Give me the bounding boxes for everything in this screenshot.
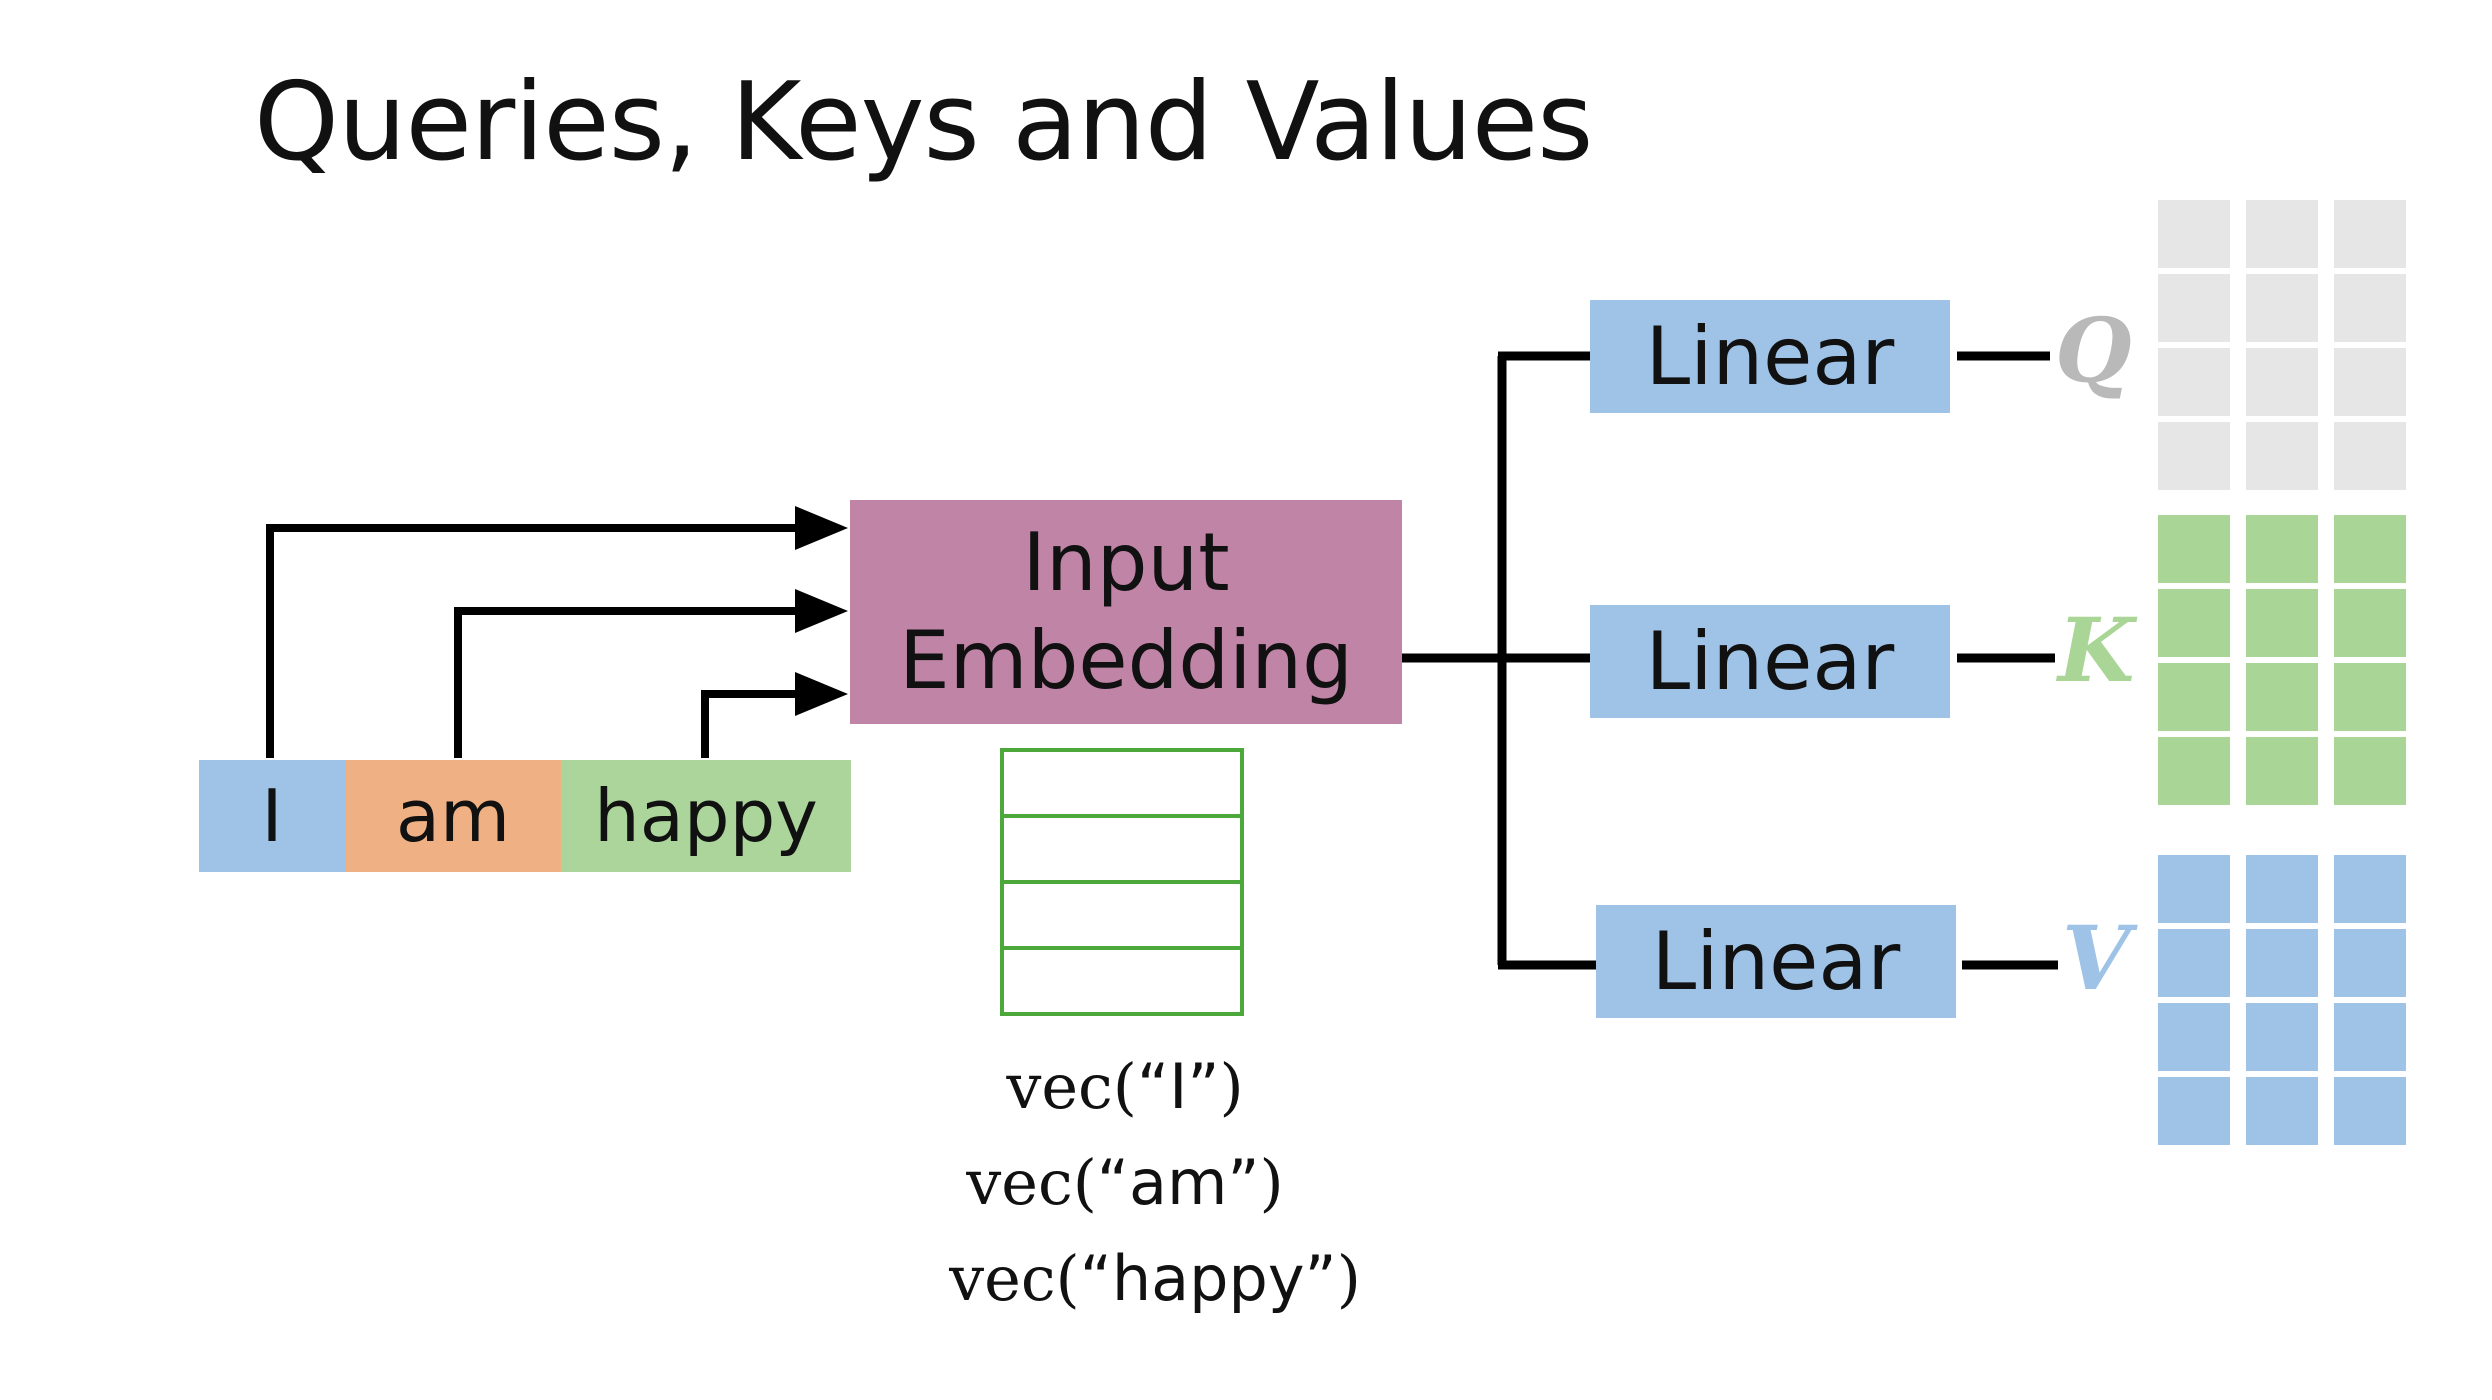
- matrix-cell: [2158, 855, 2230, 923]
- matrix-cell: [2158, 929, 2230, 997]
- matrix-cell: [2246, 348, 2318, 416]
- linear-k-label: Linear: [1645, 615, 1895, 708]
- linear-k-box: Linear: [1590, 605, 1950, 718]
- vector-cell: [1000, 814, 1244, 884]
- matrix-cell: [2246, 929, 2318, 997]
- matrix-cell: [2158, 422, 2230, 490]
- vec-word-i: “I”: [1136, 1050, 1220, 1123]
- matrix-cell: [2246, 589, 2318, 657]
- matrix-cell: [2334, 1077, 2406, 1145]
- branch-lines: [1402, 351, 2058, 970]
- matrix-cell: [2246, 663, 2318, 731]
- matrix-cell: [2246, 855, 2318, 923]
- token-i-label: I: [261, 774, 283, 858]
- matrix-cell: [2158, 737, 2230, 805]
- matrix-cell: [2158, 663, 2230, 731]
- vector-cell: [1000, 880, 1244, 950]
- vec-label-am: vec(“am”): [966, 1146, 1284, 1219]
- matrix-v: [2158, 855, 2406, 1145]
- arrow-i-head: [795, 506, 848, 550]
- matrix-cell: [2334, 1003, 2406, 1071]
- matrix-cell: [2334, 348, 2406, 416]
- embedding-line-2: Embedding: [899, 614, 1353, 707]
- arrow-am-head: [795, 589, 848, 633]
- vec-word-am: “am”: [1096, 1146, 1260, 1219]
- matrix-cell: [2246, 1003, 2318, 1071]
- vec-label-i: vec(“I”): [1006, 1050, 1244, 1123]
- slide-title: Queries, Keys and Values: [254, 60, 1593, 185]
- linear-q-label: Linear: [1645, 310, 1895, 403]
- matrix-cell: [2246, 1077, 2318, 1145]
- matrix-cell: [2246, 200, 2318, 268]
- matrix-cell: [2334, 929, 2406, 997]
- vector-cell: [1000, 946, 1244, 1016]
- linear-v-box: Linear: [1596, 905, 1956, 1018]
- matrix-cell: [2334, 663, 2406, 731]
- arrow-happy-head: [795, 672, 848, 716]
- matrix-cell: [2158, 1077, 2230, 1145]
- vector-cell: [1000, 748, 1244, 818]
- token-i: I: [199, 760, 345, 872]
- matrix-cell: [2334, 200, 2406, 268]
- matrix-k: [2158, 515, 2406, 805]
- matrix-cell: [2334, 737, 2406, 805]
- matrix-cell: [2334, 589, 2406, 657]
- matrix-cell: [2158, 200, 2230, 268]
- matrix-cell: [2158, 515, 2230, 583]
- token-happy: happy: [561, 760, 851, 872]
- arrow-am: [454, 607, 795, 758]
- vec-word-happy: “happy”: [1079, 1242, 1337, 1315]
- arrow-i: [266, 524, 795, 758]
- k-symbol: K: [2058, 598, 2135, 702]
- token-arrows: [266, 506, 848, 758]
- vec-label-happy: vec(“happy”): [949, 1242, 1361, 1315]
- matrix-cell: [2158, 274, 2230, 342]
- matrix-cell: [2334, 855, 2406, 923]
- linear-q-box: Linear: [1590, 300, 1950, 413]
- matrix-cell: [2246, 737, 2318, 805]
- token-am: am: [345, 760, 561, 872]
- arrow-happy: [701, 690, 795, 758]
- matrix-cell: [2334, 422, 2406, 490]
- matrix-cell: [2158, 348, 2230, 416]
- input-embedding-box: Input Embedding: [850, 500, 1402, 724]
- matrix-cell: [2158, 589, 2230, 657]
- embedding-line-1: Input: [1022, 516, 1230, 610]
- matrix-cell: [2158, 1003, 2230, 1071]
- matrix-cell: [2334, 515, 2406, 583]
- embedding-vector: [1000, 748, 1244, 1016]
- q-symbol: Q: [2055, 298, 2132, 402]
- token-happy-label: happy: [594, 774, 818, 858]
- matrix-cell: [2246, 274, 2318, 342]
- matrix-q: [2158, 200, 2406, 490]
- v-symbol: V: [2062, 906, 2131, 1010]
- matrix-cell: [2334, 274, 2406, 342]
- token-am-label: am: [395, 774, 511, 858]
- linear-v-label: Linear: [1651, 915, 1901, 1008]
- matrix-cell: [2246, 422, 2318, 490]
- matrix-cell: [2246, 515, 2318, 583]
